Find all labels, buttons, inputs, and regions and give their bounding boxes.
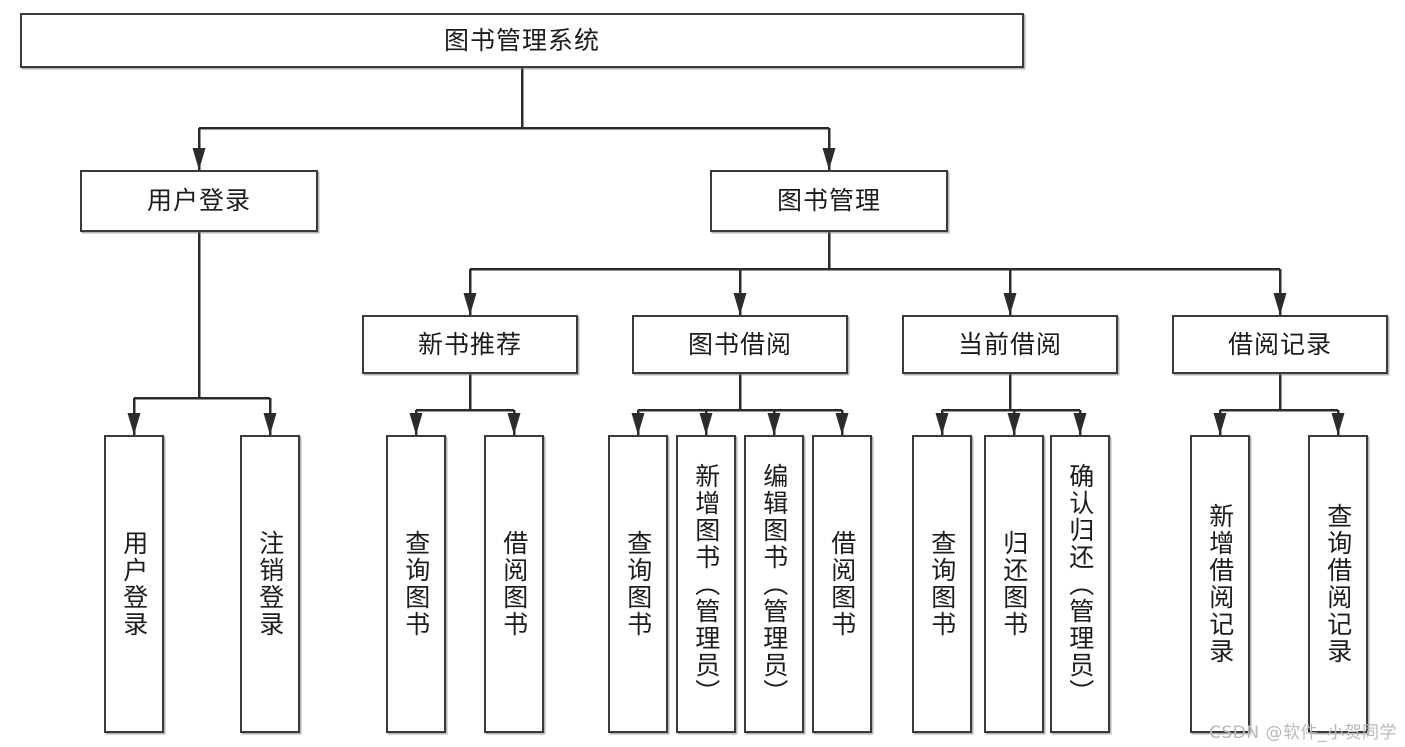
leaf-borrow-book[interactable]: 借阅图书 <box>812 435 872 733</box>
leaf-query-books-borrow[interactable]: 查询图书 <box>608 435 668 733</box>
node-label: 查询图书 <box>927 530 957 638</box>
node-label: 查询图书 <box>401 530 431 638</box>
node-label: 新书推荐 <box>417 329 522 359</box>
node-label: 借阅记录 <box>1227 329 1332 359</box>
node-label: 用户登录 <box>146 186 251 216</box>
node-root[interactable]: 图书管理系统 <box>20 13 1024 68</box>
node-borrow-records[interactable]: 借阅记录 <box>1172 315 1388 374</box>
node-new-book-recommend[interactable]: 新书推荐 <box>362 315 578 374</box>
node-label: 编辑图书（管理员） <box>759 462 789 706</box>
leaf-query-books-new[interactable]: 查询图书 <box>386 435 446 733</box>
node-book-management[interactable]: 图书管理 <box>710 170 948 232</box>
leaf-add-borrow-record[interactable]: 新增借阅记录 <box>1190 435 1250 733</box>
node-label: 用户登录 <box>119 530 149 638</box>
leaf-user-login[interactable]: 用户登录 <box>104 435 164 733</box>
node-label: 图书管理系统 <box>443 25 600 55</box>
leaf-query-books-current[interactable]: 查询图书 <box>912 435 972 733</box>
node-book-borrow[interactable]: 图书借阅 <box>632 315 848 374</box>
node-label: 图书借阅 <box>687 329 792 359</box>
node-label: 注销登录 <box>255 530 285 638</box>
node-label: 新增图书（管理员） <box>691 462 721 706</box>
leaf-return-book[interactable]: 归还图书 <box>984 435 1044 733</box>
leaf-borrow-books-new[interactable]: 借阅图书 <box>484 435 544 733</box>
leaf-query-borrow-record[interactable]: 查询借阅记录 <box>1308 435 1368 733</box>
node-label: 查询借阅记录 <box>1323 503 1353 665</box>
node-label: 确认归还（管理员） <box>1065 462 1095 706</box>
node-current-borrow[interactable]: 当前借阅 <box>902 315 1118 374</box>
leaf-confirm-return-admin[interactable]: 确认归还（管理员） <box>1050 435 1110 733</box>
node-label: 当前借阅 <box>957 329 1062 359</box>
node-label: 归还图书 <box>999 530 1029 638</box>
watermark: CSDN @软件_小贺同学 <box>1209 723 1397 743</box>
leaf-logout[interactable]: 注销登录 <box>240 435 300 733</box>
node-label: 新增借阅记录 <box>1205 503 1235 665</box>
node-user-login[interactable]: 用户登录 <box>80 170 318 232</box>
node-label: 借阅图书 <box>499 530 529 638</box>
node-label: 借阅图书 <box>827 530 857 638</box>
leaf-edit-book-admin[interactable]: 编辑图书（管理员） <box>744 435 804 733</box>
node-label: 图书管理 <box>776 186 881 216</box>
node-label: 查询图书 <box>623 530 653 638</box>
leaf-add-book-admin[interactable]: 新增图书（管理员） <box>676 435 736 733</box>
